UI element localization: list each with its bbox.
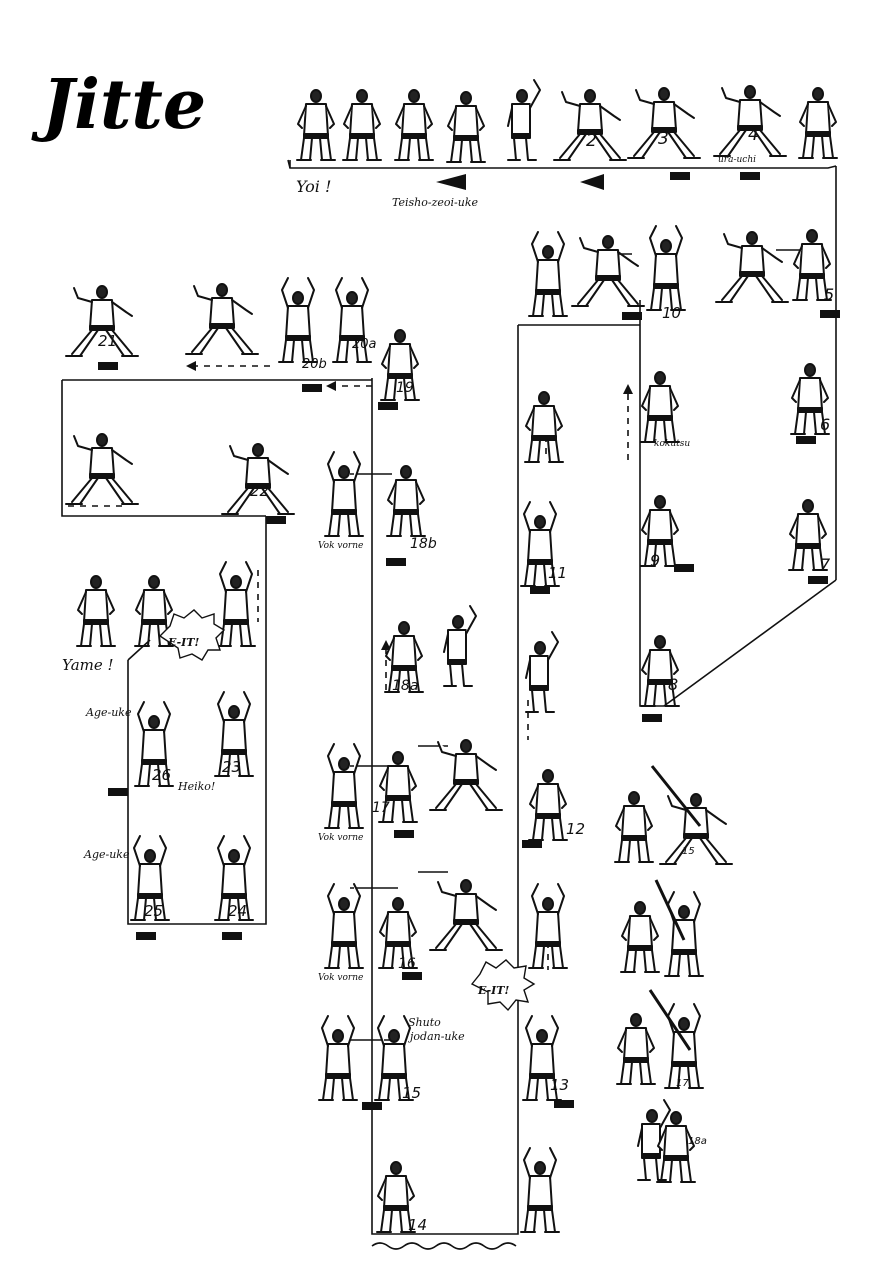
- figures-right-upper: [528, 225, 832, 707]
- note-kokutsu: kokutsu: [654, 439, 690, 449]
- step-26: 26: [152, 766, 171, 784]
- bunkai-figures: [614, 765, 733, 1183]
- step-13: 13: [550, 1076, 569, 1094]
- step-15: 15: [402, 1084, 421, 1102]
- figures-left-column: [76, 561, 256, 921]
- figures-top-row: [296, 79, 838, 163]
- step-18b: 18b: [410, 536, 437, 552]
- step-11: 11: [548, 564, 567, 582]
- note-teisho: Teisho-zeoi-uke: [392, 196, 478, 209]
- step-numbers: 2 3 4 5 6 7 8 9 10 11 12 13 14 15 16 17 …: [98, 125, 834, 1234]
- step-8: 8: [668, 675, 678, 694]
- step-24: 24: [228, 902, 247, 920]
- step-21: 21: [98, 332, 117, 350]
- note-yoko-1: Vok vorne: [318, 541, 363, 551]
- annotations: Yoi ! Teisho-zeoi-uke ura-uchi Yame ! E-…: [62, 155, 756, 1043]
- step-16: 16: [398, 956, 416, 972]
- step-10: 10: [662, 304, 681, 322]
- bunkai-17: 17: [676, 1078, 689, 1089]
- step-25: 25: [144, 902, 163, 920]
- step-20a: 20a: [352, 337, 377, 352]
- embusen-lines: [61, 159, 837, 1250]
- direction-arrowheads: [186, 174, 633, 650]
- step-3: 3: [658, 129, 669, 149]
- step-12: 12: [566, 820, 585, 838]
- step-2: 2: [586, 131, 597, 151]
- note-kiai-2: E-IT!: [477, 984, 509, 997]
- step-14: 14: [408, 1216, 427, 1234]
- step-18a: 18a: [392, 678, 418, 694]
- note-kiai-1: E-IT!: [167, 636, 199, 649]
- step-19: 19: [396, 380, 414, 396]
- step-7: 7: [820, 555, 831, 574]
- step-23: 23: [222, 758, 241, 776]
- kata-title: Jitte: [31, 65, 206, 145]
- step-20b: 20b: [302, 357, 327, 372]
- step-9: 9: [650, 551, 660, 570]
- step-22: 22: [250, 482, 269, 500]
- step-6: 6: [820, 415, 830, 434]
- bunkai-15: 15: [682, 846, 695, 857]
- note-age-uke-1: Age-uke: [85, 706, 132, 719]
- step-4: 4: [748, 125, 759, 145]
- note-yame: Yame !: [62, 656, 114, 674]
- note-age-uke-2: Age-uke: [83, 848, 130, 861]
- figures-left-box: [65, 277, 420, 515]
- note-heiko: Heiko!: [177, 780, 215, 793]
- note-jodan-uke: jodan-uke: [407, 1030, 465, 1043]
- note-yoko-2: Vok vorne: [318, 833, 363, 843]
- step-5: 5: [824, 285, 834, 304]
- step-17: 17: [372, 800, 390, 816]
- bunkai-18: 18a: [688, 1136, 707, 1147]
- note-yoi: Yoi !: [296, 177, 331, 196]
- note-shuto: Shuto: [408, 1016, 441, 1029]
- note-uraken: ura-uchi: [718, 155, 756, 165]
- note-yoko-3: Vok vorne: [318, 973, 363, 983]
- kiai-bursts: [158, 609, 536, 1012]
